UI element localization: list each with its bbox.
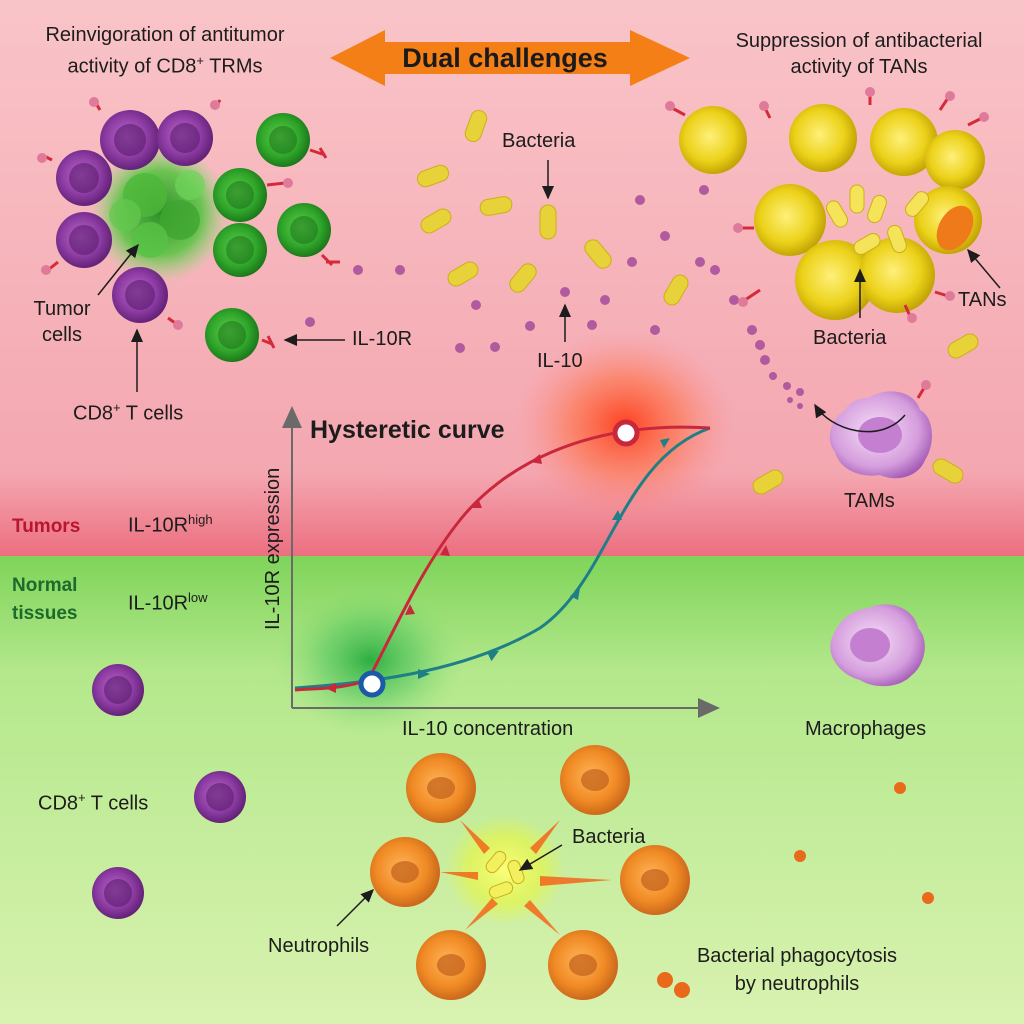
macrophages-label: Macrophages [805, 718, 927, 740]
il10r-high-sup: high [188, 512, 213, 527]
tumor-cells-line2: cells [41, 324, 82, 346]
green-glow [275, 585, 465, 735]
il10-label: IL-10 [537, 350, 583, 372]
dual-challenges-arrow [330, 30, 690, 86]
tumor-cell-mass [90, 143, 230, 283]
neutrophils-label: Neutrophils [268, 935, 370, 957]
cd8-t-cells-normal [92, 664, 246, 919]
right-header-line1: Suppression of antibacterial [735, 30, 983, 52]
bacteria-top [416, 109, 979, 495]
tans-label: TANs [958, 289, 1007, 311]
orange-dots [657, 782, 934, 998]
bacteria-right-label: Bacteria [813, 327, 887, 349]
il10r-low-base: IL-10R [128, 592, 189, 615]
cd8-tumor-sup: + [113, 400, 121, 415]
tans-cluster [679, 104, 985, 320]
il10r-high-base: IL-10R [128, 514, 189, 537]
tumor-cells-line1: Tumor [33, 298, 91, 320]
il10r-label: IL-10R [352, 328, 413, 350]
curve-downward-branch [294, 425, 711, 692]
curve-arrowheads-up [418, 438, 670, 679]
green-cells-il10r [205, 113, 331, 362]
right-header-title: Suppression of antibacterial activity of… [700, 28, 1018, 80]
cd8-tumor-label: CD8+ T cells [73, 400, 183, 426]
il10r-low-label: IL-10Rlow [128, 590, 208, 616]
il10-molecules [305, 185, 804, 409]
high-state-marker [612, 419, 640, 447]
macrophage-normal [830, 604, 925, 687]
tan-receptor-heads [665, 87, 989, 323]
il10r-low-sup: low [188, 590, 208, 605]
il10-receptors [37, 97, 340, 349]
normal-line2: tissues [12, 603, 78, 624]
cd8-t-cells-tumor [56, 110, 213, 323]
graph-xlabel: IL-10 concentration [402, 718, 574, 740]
tams-label: TAMs [844, 490, 895, 512]
il10r-high-label: IL-10Rhigh [128, 512, 213, 538]
cd8-normal-suffix: T cells [85, 792, 149, 815]
left-header-prefix: activity of CD8 [67, 55, 197, 78]
tumor-cells-label: Tumor cells [22, 296, 102, 348]
low-state-marker [358, 670, 386, 698]
left-header-sup: + [196, 53, 204, 68]
left-header-suffix: TRMs [204, 55, 263, 78]
graph-ylabel: IL-10R expression [262, 467, 284, 630]
neutrophils [370, 745, 690, 1000]
bacteria-normal-label: Bacteria [572, 826, 646, 848]
annotation-arrows [97, 160, 1001, 927]
tumors-label: Tumors [12, 516, 81, 537]
cd8-tumor-suffix: T cells [120, 402, 184, 425]
right-header-line2: activity of TANs [790, 56, 928, 78]
curve-arrowheads-down [325, 454, 542, 693]
graph-title: Hysteretic curve [310, 416, 505, 444]
phagocytosis-arrows [440, 820, 612, 935]
left-header-title: Reinvigoration of antitumor activity of … [10, 22, 320, 80]
graph-axes [282, 406, 720, 718]
bacteria-top-label: Bacteria [502, 130, 576, 152]
phagocytosis-label: Bacterial phagocytosis by neutrophils [662, 942, 932, 998]
cd8-normal-label: CD8+ T cells [38, 790, 148, 816]
phago-line2: by neutrophils [734, 973, 860, 995]
dual-challenges-banner: Dual challenges [340, 30, 670, 86]
phago-line1: Bacterial phagocytosis [696, 945, 898, 967]
phagocytosis-bacteria [485, 850, 525, 899]
cd8-tumor-prefix: CD8 [73, 402, 114, 425]
cd8-normal-prefix: CD8 [38, 792, 79, 815]
dual-challenges-text: Dual challenges [402, 43, 608, 73]
normal-line1: Normal [12, 575, 78, 596]
left-header-line1: Reinvigoration of antitumor [45, 24, 285, 46]
left-header-line2: activity of CD8+ TRMs [10, 48, 320, 80]
normal-tissues-label: Normal tissues [12, 572, 77, 628]
cd8-normal-sup: + [78, 790, 86, 805]
phagocytosis-glow [445, 815, 565, 925]
